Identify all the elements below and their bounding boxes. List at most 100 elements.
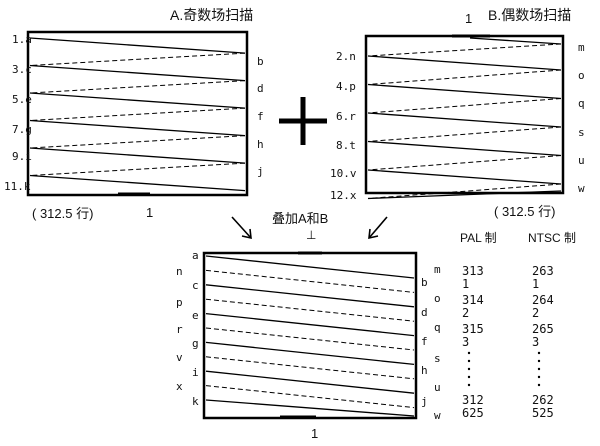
even-right-label: u — [578, 154, 585, 167]
odd-field-line — [205, 284, 415, 308]
retrace-line — [29, 107, 246, 121]
combined-inner-right-label: d — [421, 306, 428, 319]
scan-line — [367, 140, 562, 157]
plus-icon — [279, 97, 327, 145]
combined-inner-right-label: f — [421, 335, 428, 348]
odd-field-line — [205, 399, 415, 417]
pal-line-number: 625 — [462, 406, 484, 420]
pal-line-number: 312 — [462, 393, 484, 407]
combined-outer-left-label: p — [176, 296, 183, 309]
odd-right-label: b — [257, 55, 264, 68]
combined-inner-right-label: b — [421, 276, 428, 289]
odd-left-label: 5.e — [12, 93, 32, 106]
arrow-a-to-merged-icon — [231, 216, 252, 240]
even-field-line — [205, 356, 415, 380]
even-right-label: o — [578, 69, 585, 82]
merge-label: 叠加A和B — [272, 211, 329, 226]
even-left-label: 8.t — [336, 139, 356, 152]
combined-inner-left-label: g — [192, 337, 199, 350]
ntsc-line-number: 265 — [532, 322, 554, 336]
scan-line — [367, 190, 562, 200]
even-field-title: B.偶数场扫描 — [488, 7, 572, 23]
scan-line — [367, 83, 562, 100]
combined-inner-right-label: j — [421, 395, 428, 408]
combined-outer-right-label: o — [434, 292, 441, 305]
odd-left-label: 7.g — [12, 123, 32, 136]
odd-field-line-count: ( 312.5 行) — [32, 206, 94, 221]
combined-inner-left-label: k — [192, 395, 199, 408]
combined-outer-right-label: s — [434, 352, 441, 365]
even-left-label: 4.p — [336, 80, 356, 93]
arrow-b-to-merged-icon — [368, 216, 388, 240]
ntsc-line-number: 2 — [532, 306, 540, 320]
scan-line — [367, 169, 562, 185]
ntsc-line-number: 525 — [532, 406, 554, 420]
pal-line-number: 315 — [462, 322, 484, 336]
ntsc-header: NTSC 制 — [528, 231, 577, 245]
ntsc-line-number: 262 — [532, 393, 554, 407]
combined-outer-left-label: v — [176, 351, 183, 364]
even-left-label: 2.n — [336, 50, 356, 63]
even-right-label: q — [578, 97, 585, 110]
scan-line — [29, 37, 246, 54]
odd-field-scan-lines — [29, 37, 246, 192]
combined-end-number: 1 — [311, 426, 319, 441]
odd-field-end-number: 1 — [146, 205, 154, 220]
combined-inner-left-label: c — [192, 279, 199, 292]
even-left-label: 10.v — [330, 167, 357, 180]
even-field-line — [205, 269, 415, 293]
retrace-line — [367, 126, 562, 142]
combined-outer-right-label: w — [434, 409, 441, 422]
combined-scan-lines — [205, 255, 415, 417]
scan-line — [29, 64, 246, 82]
odd-right-label: h — [257, 138, 264, 151]
retrace-line — [367, 183, 562, 199]
scan-line — [29, 92, 246, 109]
even-right-label: m — [578, 41, 585, 54]
retrace-line — [29, 135, 246, 149]
odd-field-line — [205, 370, 415, 394]
pal-line-number: 314 — [462, 293, 484, 307]
combined-start-number: ⊥ — [306, 228, 317, 242]
even-field-line — [205, 327, 415, 351]
combined-outer-right-label: q — [434, 321, 441, 334]
odd-field-line — [205, 312, 415, 337]
odd-left-label: 1.a — [12, 33, 32, 46]
pal-line-number: 313 — [462, 264, 484, 278]
even-left-label: 6.r — [336, 110, 356, 123]
combined-outer-left-label: r — [176, 323, 183, 336]
ntsc-line-number: 264 — [532, 293, 554, 307]
scan-line — [29, 119, 246, 137]
even-left-label: 12.x — [330, 189, 357, 202]
odd-field-line — [205, 255, 415, 279]
even-right-label: w — [578, 182, 585, 195]
even-field-start-number: 1 — [465, 11, 473, 26]
pal-line-number: 3 — [462, 335, 470, 349]
ntsc-line-number: 3 — [532, 335, 540, 349]
scan-line — [367, 55, 562, 71]
even-right-label: s — [578, 126, 585, 139]
retrace-line — [29, 52, 246, 66]
odd-field-title: A.奇数场扫描 — [170, 7, 254, 23]
even-field-line-count: ( 312.5 行) — [494, 204, 556, 219]
retrace-line — [367, 43, 562, 57]
odd-right-label: d — [257, 82, 264, 95]
combined-outer-right-label: u — [434, 381, 441, 394]
retrace-line — [367, 69, 562, 85]
retrace-line — [367, 98, 562, 114]
odd-field-line — [205, 341, 415, 366]
pal-line-number: 1 — [462, 277, 470, 291]
combined-outer-left-label: x — [176, 380, 183, 393]
scan-line — [469, 37, 562, 45]
combined-inner-left-label: a — [192, 249, 199, 262]
even-field-scan-lines — [367, 37, 562, 200]
combined-outer-right-label: m — [434, 263, 441, 276]
odd-right-label: f — [257, 110, 264, 123]
pal-header: PAL 制 — [460, 231, 497, 245]
scan-line — [367, 112, 562, 128]
pal-line-number: 2 — [462, 306, 470, 320]
combined-inner-left-label: e — [192, 309, 199, 322]
retrace-line — [367, 155, 562, 171]
